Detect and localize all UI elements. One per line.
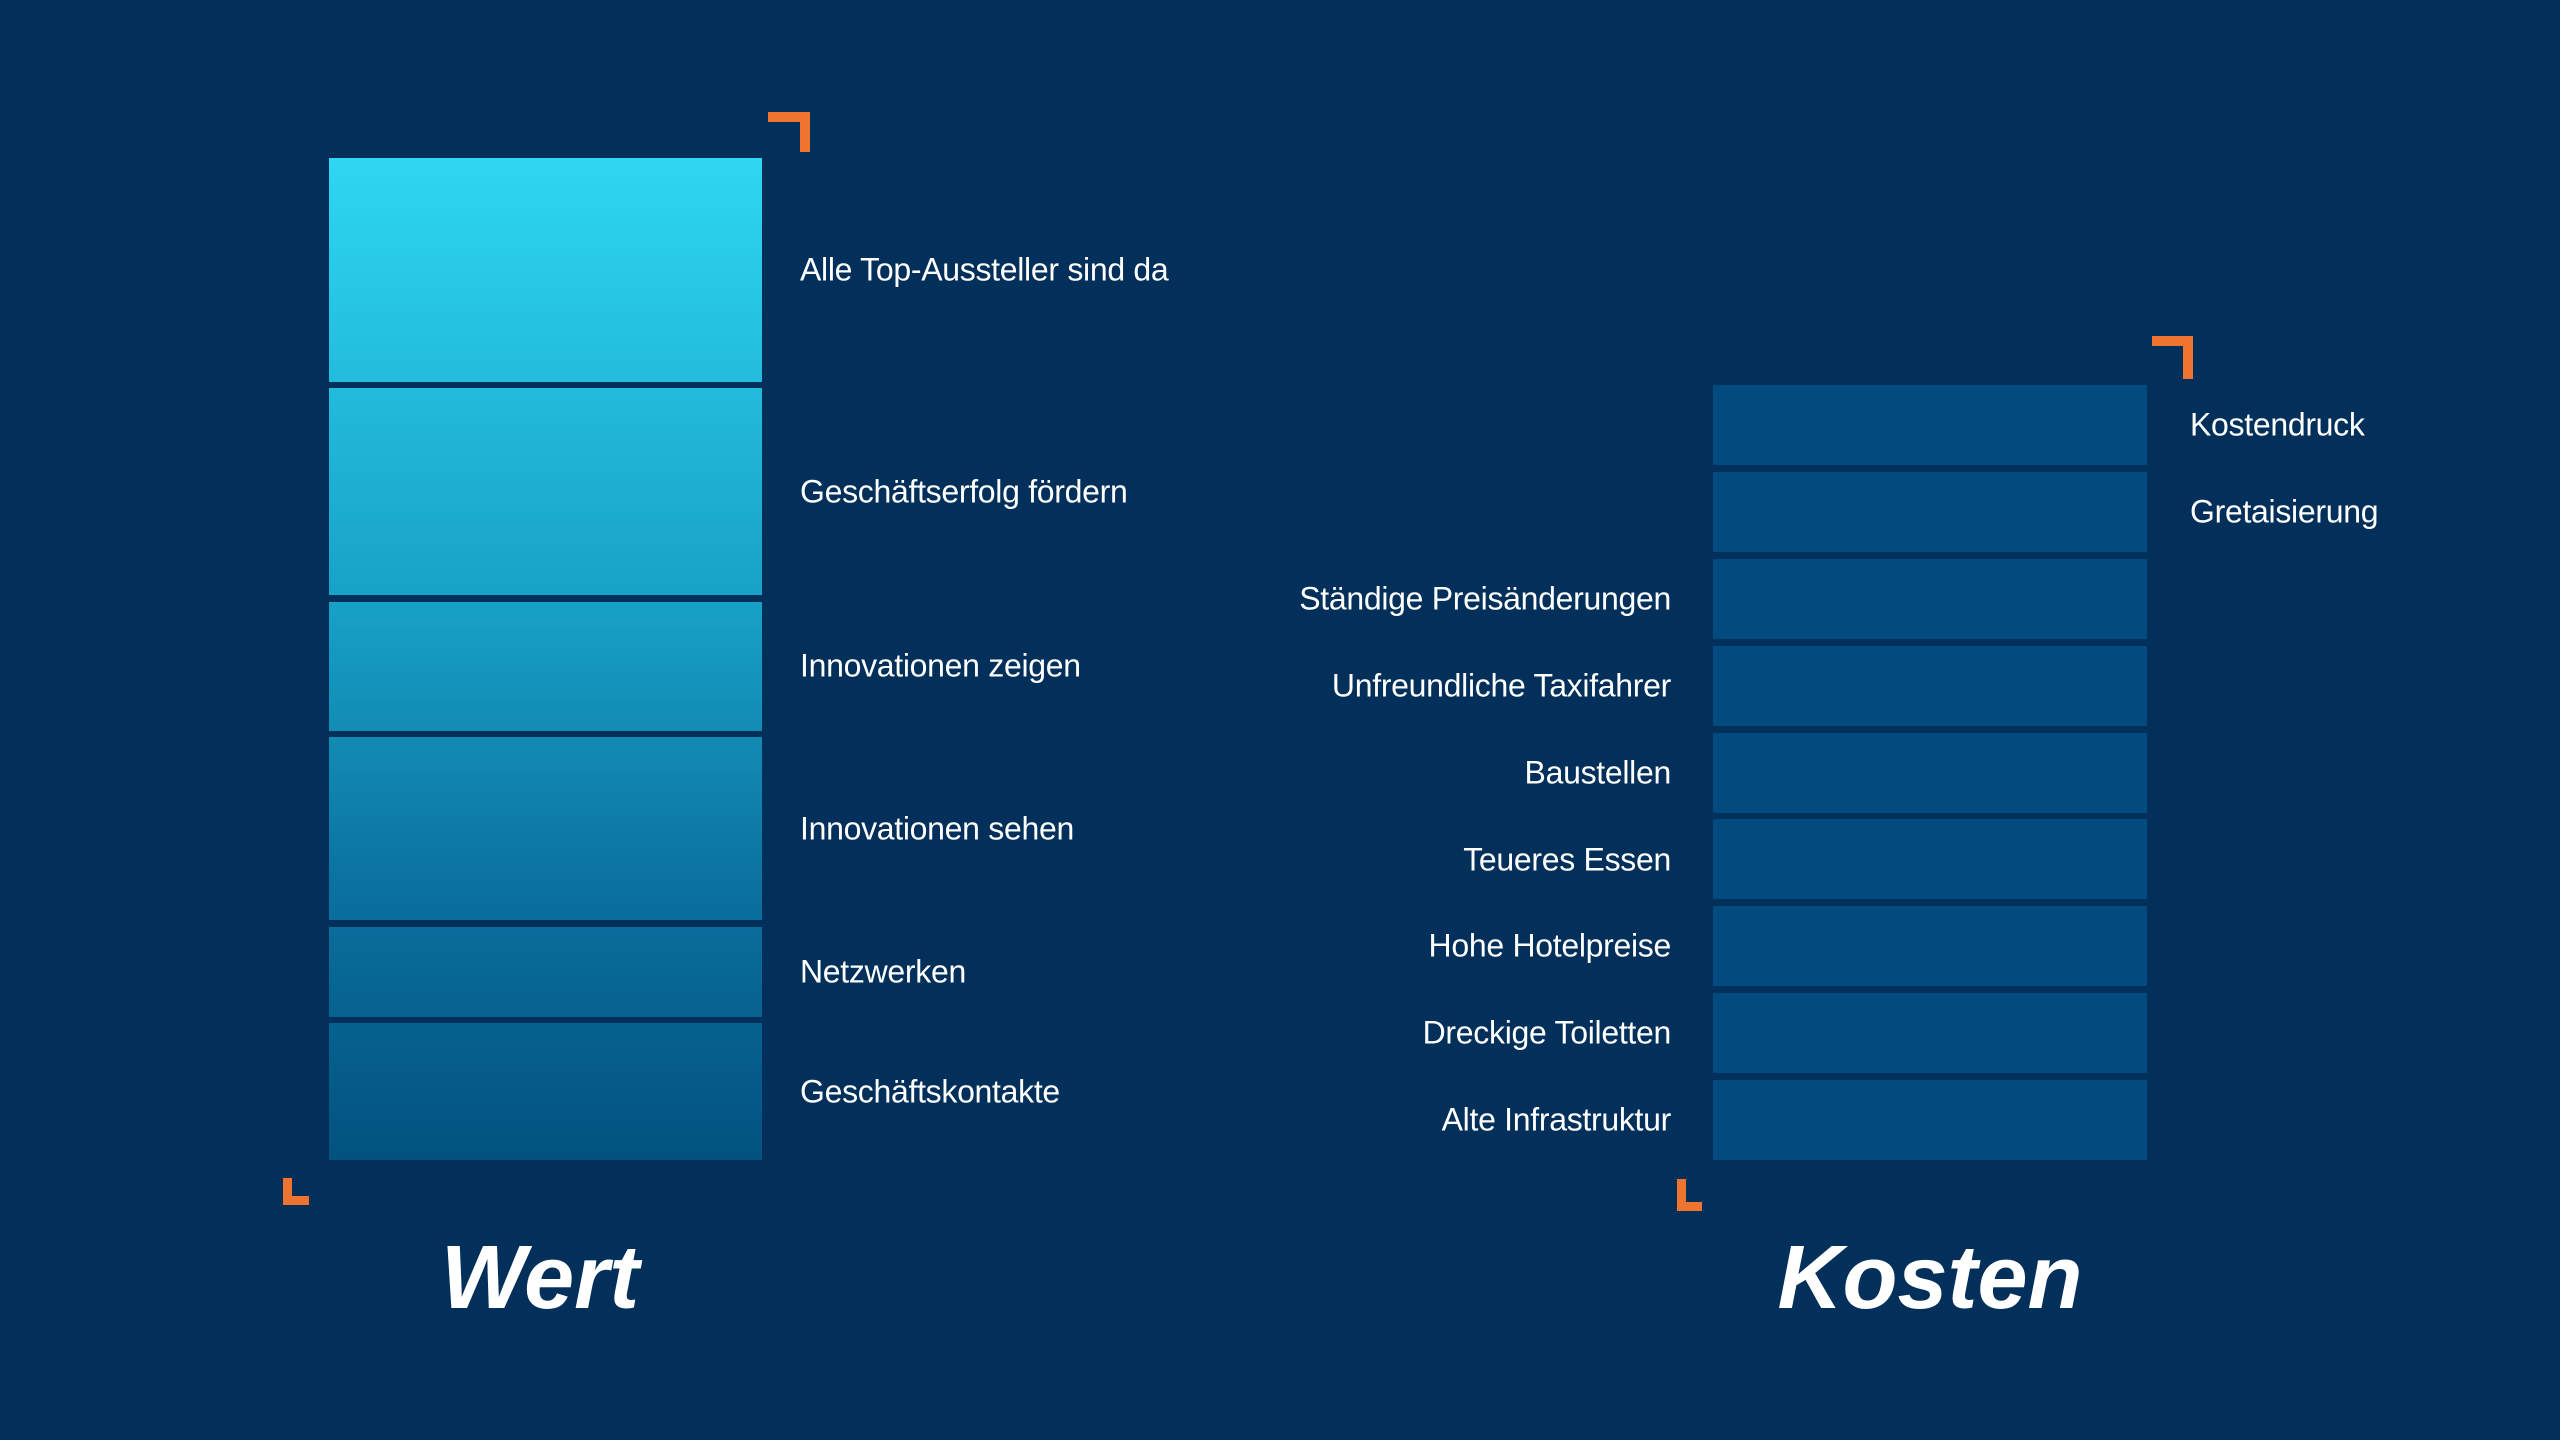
cost-segment-label: Teueres Essen [1463, 841, 1671, 877]
cost-segment [1713, 993, 2147, 1074]
cost-segment-label: Unfreundliche Taxifahrer [1331, 667, 1671, 704]
value-segment-label: Geschäftskontakte [800, 1073, 1060, 1109]
cost-bar-top-right-bracket-icon [2152, 336, 2193, 379]
cost-segment-label: Hohe Hotelpreise [1428, 927, 1672, 964]
value-bar-top-right-bracket-icon [768, 112, 810, 152]
value-segment-label: Alle Top-Aussteller sind da [800, 251, 1169, 288]
value-segment-label: Geschäftserfolg fördern [800, 473, 1128, 510]
value-segment-divider [329, 1016, 762, 1023]
cost-segment [1713, 471, 2147, 552]
value-segment [329, 602, 762, 731]
cost-segment [1713, 732, 2147, 813]
cost-segment-label: Alte Infrastruktur [1441, 1101, 1672, 1138]
value-segment-label: Netzwerken [800, 953, 966, 990]
value-axis-title: Wert [440, 1228, 640, 1328]
cost-bar [1713, 385, 2147, 1161]
value-segment [329, 737, 762, 920]
value-segment [329, 927, 762, 1017]
cost-segment [1713, 645, 2147, 726]
cost-segment-label: Baustellen [1524, 754, 1672, 791]
cost-segment [1713, 906, 2147, 987]
value-segment [329, 388, 762, 595]
cost-segment [1713, 1080, 2147, 1161]
value-bar [329, 158, 762, 1160]
cost-segment [1713, 385, 2147, 465]
value-segment-divider [329, 730, 762, 738]
value-segment [329, 158, 762, 382]
cost-segment-label: Kostendruck [2190, 406, 2365, 443]
cost-axis-title: Kosten [1777, 1228, 2083, 1328]
value-segment-label: Innovationen zeigen [800, 647, 1081, 684]
cost-segment [1713, 819, 2147, 900]
value-segment-divider [329, 595, 762, 602]
cost-segment-label: Ständige Preisänderungen [1299, 580, 1671, 617]
value-segment-divider [329, 920, 762, 927]
value-segment [329, 1023, 762, 1160]
value-segment-divider [329, 382, 762, 389]
value-segment-label: Innovationen sehen [800, 810, 1074, 847]
cost-segment [1713, 558, 2147, 639]
cost-segment-label: Gretaisierung [2190, 493, 2379, 530]
value-bar-bottom-left-bracket-icon [283, 1178, 309, 1205]
cost-bar-bottom-left-bracket-icon [1677, 1179, 1702, 1211]
cost-segment-label: Dreckige Toiletten [1422, 1014, 1672, 1051]
